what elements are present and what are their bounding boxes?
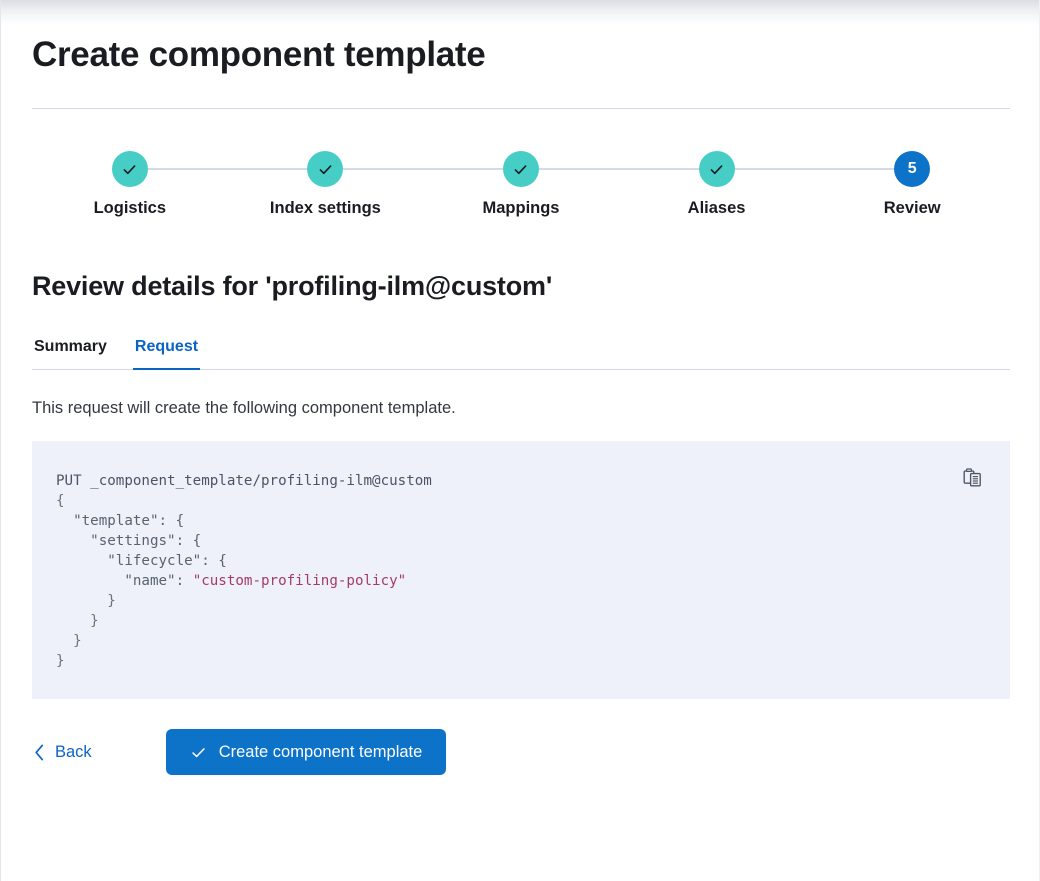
section-title: Review details for 'profiling-ilm@custom…: [32, 271, 553, 301]
create-component-template-label: Create component template: [218, 743, 423, 761]
code-line-name-value: "custom-profiling-policy": [192, 573, 407, 589]
step-connector-left: [814, 168, 895, 170]
request-code-panel: PUT _component_template/profiling-ilm@cu…: [32, 441, 1010, 699]
code-line-lifecycle: "lifecycle": {: [107, 553, 227, 569]
step-status-complete-icon: [502, 151, 539, 187]
step-status-complete-icon: [111, 151, 148, 187]
code-line-close-lifecycle: }: [107, 593, 116, 609]
code-line-close-root: }: [56, 653, 65, 669]
code-line-request: PUT _component_template/profiling-ilm@cu…: [56, 473, 432, 489]
step-indicator: Logistics Index settings: [32, 151, 1010, 220]
step-item-index-settings[interactable]: Index settings: [227, 151, 424, 220]
step-label: Index settings: [269, 199, 381, 217]
step-status-complete-icon: [307, 151, 344, 187]
left-edge-rule: [0, 0, 1, 881]
step-connector-left: [423, 168, 503, 170]
page-title: Create component template: [32, 35, 486, 74]
step-connector-right: [538, 168, 619, 170]
code-line-template: "template": {: [73, 513, 185, 529]
chevron-left-icon: [34, 744, 45, 761]
step-connector-right: [734, 168, 815, 170]
request-description: This request will create the following c…: [32, 399, 456, 417]
step-label: Mappings: [482, 199, 560, 217]
step-label: Review: [883, 199, 941, 217]
code-line-close-template: }: [73, 633, 82, 649]
step-connector-left: [618, 168, 699, 170]
back-button[interactable]: Back: [32, 737, 94, 768]
code-line-open-brace: {: [56, 493, 65, 509]
back-button-label: Back: [55, 742, 92, 761]
step-connector-right: [147, 168, 228, 170]
create-component-template-button[interactable]: Create component template: [165, 729, 447, 775]
request-code[interactable]: PUT _component_template/profiling-ilm@cu…: [32, 441, 1010, 671]
tab-summary[interactable]: Summary: [32, 332, 109, 369]
check-icon: [190, 744, 207, 761]
tab-request[interactable]: Request: [132, 332, 201, 370]
code-line-close-settings: }: [90, 613, 99, 629]
step-item-review[interactable]: 5 Review: [814, 151, 1010, 220]
step-status-complete-icon: [698, 151, 735, 187]
step-connector-left: [227, 168, 308, 170]
step-item-aliases[interactable]: Aliases: [618, 151, 815, 220]
step-item-logistics[interactable]: Logistics: [32, 151, 228, 220]
wizard-actions: Back Create component template: [32, 729, 1010, 775]
header-divider: [32, 108, 1010, 109]
step-item-mappings[interactable]: Mappings: [423, 151, 619, 220]
code-line-name-key: "name":: [124, 573, 193, 589]
step-label: Aliases: [687, 199, 746, 217]
main-content: Create component template Logistics: [32, 35, 1010, 775]
review-tabs: Summary Request: [32, 332, 1010, 370]
copy-clipboard-icon[interactable]: [960, 464, 986, 490]
step-number-badge: 5: [894, 151, 931, 187]
step-connector-right: [343, 168, 424, 170]
code-line-settings: "settings": {: [90, 533, 202, 549]
step-label: Logistics: [93, 199, 167, 217]
